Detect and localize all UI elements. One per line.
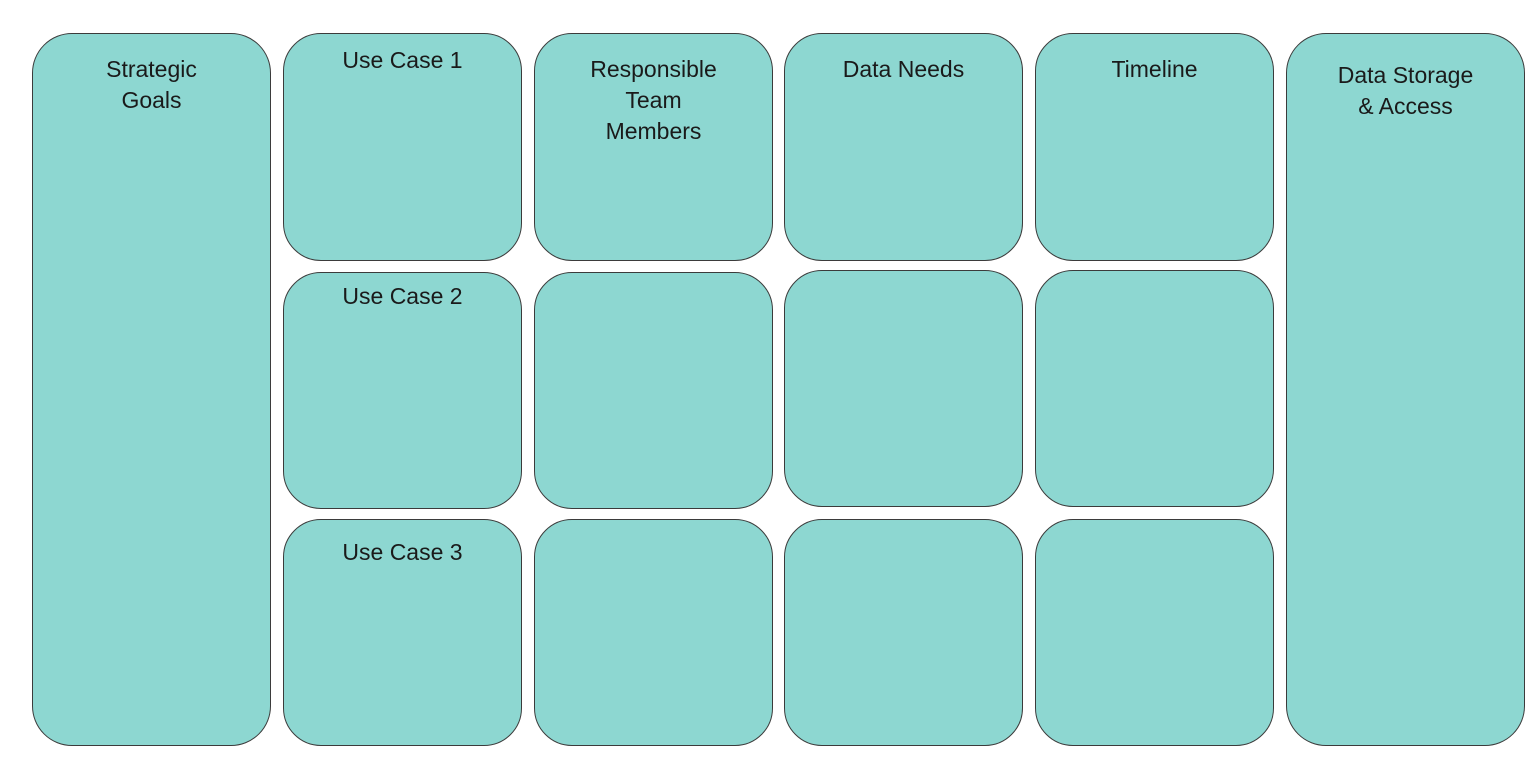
responsible-team-row-2-card	[534, 272, 773, 509]
data-needs-row-3-card	[784, 519, 1023, 746]
data-needs-row-2-card	[784, 270, 1023, 507]
strategic-goals-card: Strategic Goals	[32, 33, 271, 746]
use-case-1-label: Use Case 1	[342, 47, 463, 73]
timeline-row-2-card	[1035, 270, 1274, 507]
data-needs-label: Data Needs	[842, 56, 965, 82]
strategic-goals-label: Strategic Goals	[106, 56, 197, 113]
use-case-2-card: Use Case 2	[283, 272, 522, 509]
use-case-3-label: Use Case 3	[342, 539, 463, 565]
use-case-1-card: Use Case 1	[283, 33, 522, 261]
responsible-team-card: Responsible Team Members	[534, 33, 773, 261]
use-case-2-label: Use Case 2	[342, 283, 463, 309]
timeline-row-3-card	[1035, 519, 1274, 746]
data-storage-card: Data Storage & Access	[1286, 33, 1525, 746]
responsible-team-label: Responsible Team Members	[590, 56, 717, 144]
timeline-label: Timeline	[1111, 56, 1198, 82]
use-case-3-card: Use Case 3	[283, 519, 522, 746]
responsible-team-row-3-card	[534, 519, 773, 746]
data-storage-label: Data Storage & Access	[1337, 62, 1474, 119]
data-needs-card: Data Needs	[784, 33, 1023, 261]
timeline-card: Timeline	[1035, 33, 1274, 261]
